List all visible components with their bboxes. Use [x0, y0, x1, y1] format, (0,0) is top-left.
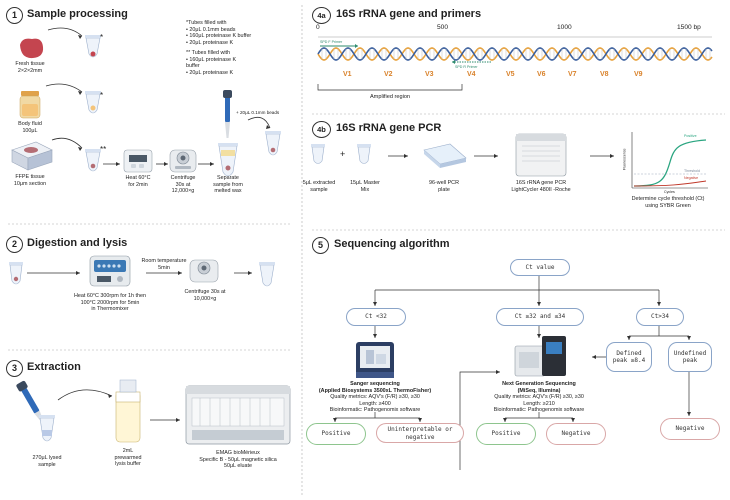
region-v3: V3: [425, 71, 434, 78]
ct-value-node: Ct value: [510, 259, 570, 276]
scale-0: 0: [316, 24, 320, 31]
undefined-negative-outcome: Negative: [660, 418, 720, 440]
ct-label: Determine cycle threshold (Ct)using SYBR…: [631, 196, 705, 209]
ngs-positive-outcome: Positive: [476, 423, 536, 445]
ct-mid-node: Ct ≥32 and ≤34: [496, 308, 584, 326]
ct-lt32-node: Ct <32: [346, 308, 406, 326]
region-v7: V7: [568, 71, 577, 78]
scale-1000: 1000: [557, 24, 572, 31]
region-v6: V6: [537, 71, 546, 78]
step-2-badge: 2: [6, 236, 23, 253]
graph-positive-label: Positive: [684, 134, 697, 138]
section-4a-title: 16S rRNA gene and primers: [336, 8, 482, 20]
region-v5: V5: [506, 71, 515, 78]
step-4a-badge: 4a: [312, 7, 331, 24]
sanger-info: Sanger sequencing (Applied Biosystems 35…: [318, 381, 432, 414]
graph-x-label: Cycles: [664, 190, 675, 194]
section-5-title: Sequencing algorithm: [334, 238, 450, 250]
ngs-info: Next Generation Sequencing (MiSeq, Illum…: [493, 381, 585, 414]
plus-sign: +: [340, 149, 346, 159]
forward-primer-label: SPD F Primer: [320, 40, 343, 44]
scale-1500: 1500 bp: [677, 24, 701, 31]
step-1-badge: 1: [6, 7, 23, 24]
amplified-region-label: Amplified region: [369, 94, 411, 100]
tube-note-2: ** Tubes filled with• 160μL proteinase K…: [186, 50, 237, 76]
star-marker: *: [100, 91, 104, 100]
section-3-title: Extraction: [27, 361, 81, 373]
region-v8: V8: [600, 71, 609, 78]
double-star-marker: **: [100, 145, 107, 154]
section-1-title: Sample processing: [27, 8, 128, 20]
graph-negative-label: Negative: [684, 176, 699, 180]
step-4b-badge: 4b: [312, 121, 331, 138]
reverse-primer-label: SPD R Primer: [455, 65, 478, 69]
region-v9: V9: [634, 71, 643, 78]
graph-threshold-label: Threshold: [684, 169, 700, 173]
region-v2: V2: [384, 71, 393, 78]
step-5-badge: 5: [312, 237, 329, 254]
step-3-badge: 3: [6, 360, 23, 377]
sanger-positive-outcome: Positive: [306, 423, 366, 445]
ct-gt34-node: Ct>34: [636, 308, 684, 326]
region-v1: V1: [343, 71, 352, 78]
tube-note-1: *Tubes filled with• 20μL 0.1mm beads• 16…: [186, 20, 252, 46]
scale-500: 500: [437, 24, 449, 31]
star-marker: *: [100, 33, 104, 42]
beads-label: + 20μL 0.1mm beads: [236, 110, 280, 115]
section-2-title: Digestion and lysis: [27, 237, 128, 249]
section-4b-title: 16S rRNA gene PCR: [336, 122, 442, 134]
ngs-negative-outcome: Negative: [546, 423, 606, 445]
region-v4: V4: [467, 71, 476, 78]
